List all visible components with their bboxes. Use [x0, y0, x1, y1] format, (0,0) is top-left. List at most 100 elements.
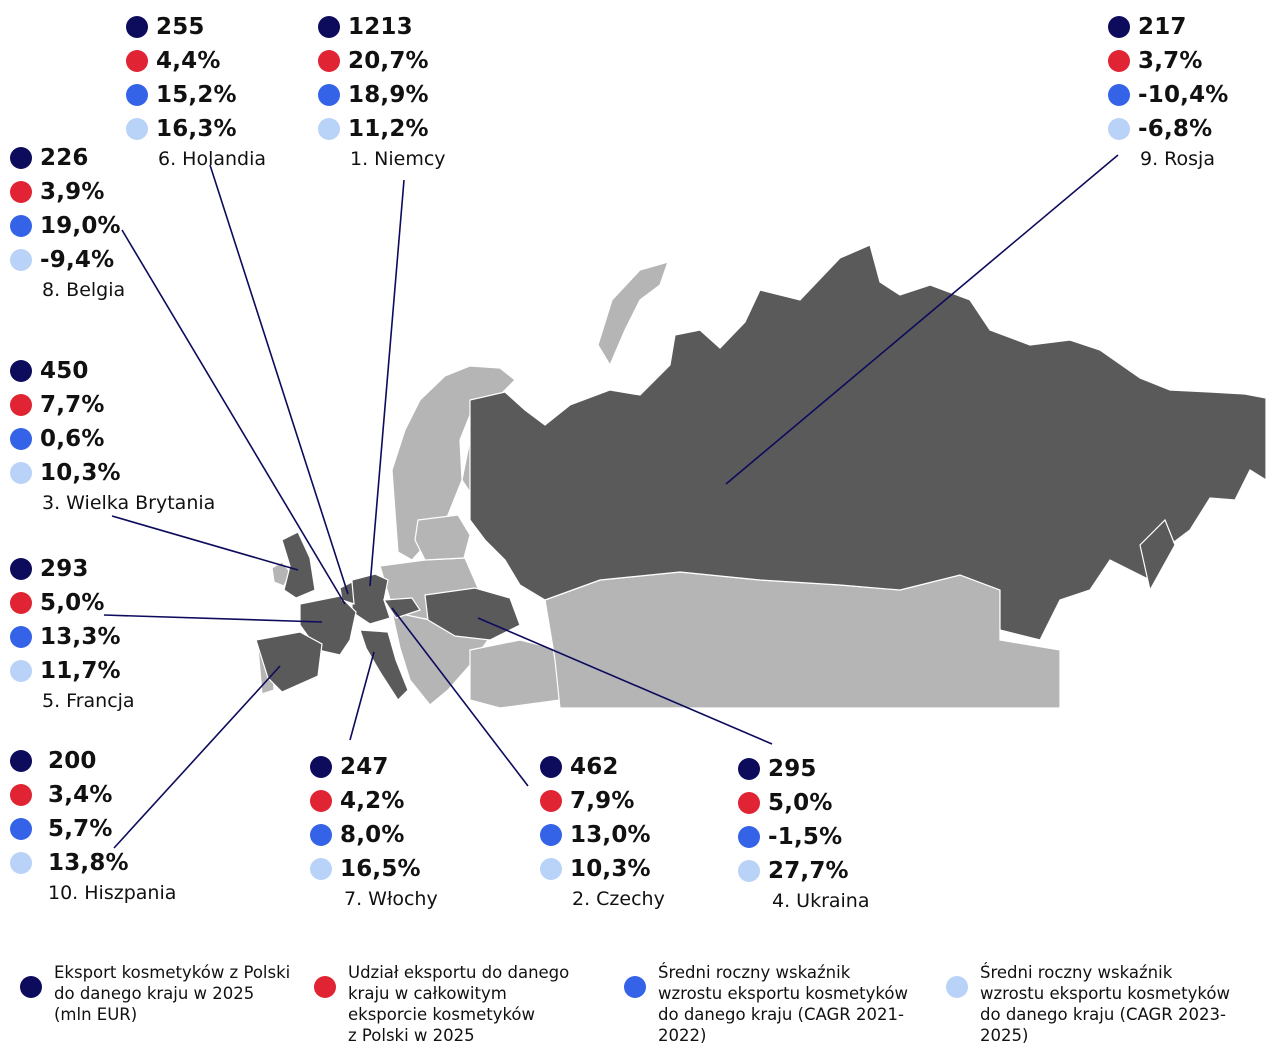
baltics [414, 514, 471, 561]
export-dot [318, 16, 340, 38]
export-value: 247 [340, 753, 389, 780]
export-value: 200 [48, 747, 97, 774]
leader-line-wielka-brytania [111, 515, 299, 571]
export-value: 1213 [348, 13, 413, 40]
share-dot [540, 790, 562, 812]
export-dot [10, 750, 32, 772]
cagr2325-value: 13,8% [48, 849, 129, 876]
svalbard-novaya [597, 261, 669, 367]
legend-cagr2122-text: Średni roczny wskaźnik wzrostu eksportu … [658, 962, 908, 1046]
export-dot [1108, 16, 1130, 38]
cagr2325-dot [126, 118, 148, 140]
cagr2325-value: 27,7% [768, 857, 849, 884]
cagr2122-value: -10,4% [1138, 81, 1229, 108]
legend-share-text: Udział eksportu do danego kraju w całkow… [348, 962, 569, 1046]
legend-share: Udział eksportu do danego kraju w całkow… [314, 962, 569, 1046]
cagr2122-dot [738, 826, 760, 848]
share-value: 20,7% [348, 47, 429, 74]
export-dot [310, 756, 332, 778]
export-dot [10, 360, 32, 382]
legend-line: 2025) [980, 1026, 1029, 1045]
cagr2325-value: 16,5% [340, 855, 421, 882]
share-value: 7,7% [40, 391, 105, 418]
share-value: 4,2% [340, 787, 405, 814]
cagr2122-dot [540, 824, 562, 846]
card-wielka-brytania: 450 7,7% 0,6% 10,3% 3. Wielka Brytania [10, 354, 215, 514]
cagr2325-dot [738, 860, 760, 882]
share-dot [738, 792, 760, 814]
leader-line-rosja [725, 154, 1119, 485]
cagr2325-dot [310, 858, 332, 880]
italy-shape [359, 629, 409, 701]
card-czechy: 462 7,9% 13,0% 10,3% 2. Czechy [540, 750, 665, 910]
cagr2122-value: 13,0% [570, 821, 651, 848]
legend-cagr2325-dot [946, 976, 968, 998]
share-value: 7,9% [570, 787, 635, 814]
country-name: 1. Niemcy [350, 148, 446, 170]
export-value: 293 [40, 555, 89, 582]
export-value: 217 [1138, 13, 1187, 40]
card-hiszpania: 200 3,4% 5,7% 13,8% 10. Hiszpania [10, 744, 176, 904]
legend-line: eksporcie kosmetyków [348, 1005, 536, 1024]
country-name: 2. Czechy [572, 888, 665, 910]
legend-cagr2122: Średni roczny wskaźnik wzrostu eksportu … [624, 962, 908, 1046]
cagr2122-dot [126, 84, 148, 106]
cagr2325-value: 10,3% [40, 459, 121, 486]
cagr2122-dot [10, 626, 32, 648]
country-name: 5. Francja [42, 690, 135, 712]
share-dot [126, 50, 148, 72]
country-name: 4. Ukraina [772, 890, 870, 912]
share-dot [318, 50, 340, 72]
country-name: 6. Holandia [158, 148, 267, 170]
export-value: 255 [156, 13, 205, 40]
kamchatka [1139, 518, 1176, 592]
share-dot [10, 181, 32, 203]
leader-line-ukraina [477, 617, 773, 745]
cagr2325-dot [10, 852, 32, 874]
cagr2325-value: 11,7% [40, 657, 121, 684]
legend-line: do danego kraju w 2025 [54, 984, 255, 1003]
leader-lines [103, 154, 1119, 849]
export-dot [10, 147, 32, 169]
legend-cagr2325-text: Średni roczny wskaźnik wzrostu eksportu … [980, 962, 1230, 1046]
leader-line-niemcy [369, 179, 405, 587]
country-name: 10. Hiszpania [48, 882, 177, 904]
leader-line-holandia [209, 164, 349, 595]
card-rosja: 217 3,7% -10,4% -6,8% 9. Rosja [1108, 10, 1229, 170]
share-dot [10, 394, 32, 416]
legend-cagr2325: Średni roczny wskaźnik wzrostu eksportu … [946, 962, 1230, 1046]
legend-line: wzrostu eksportu kosmetyków [658, 984, 908, 1003]
export-value: 462 [570, 753, 619, 780]
cagr2325-value: -6,8% [1138, 115, 1213, 142]
cagr2122-dot [10, 215, 32, 237]
card-niemcy: 1213 20,7% 18,9% 11,2% 1. Niemcy [318, 10, 446, 170]
share-value: 3,4% [48, 781, 113, 808]
country-name: 8. Belgia [42, 279, 126, 301]
legend-line: Średni roczny wskaźnik [658, 963, 851, 982]
cagr2325-value: 16,3% [156, 115, 237, 142]
share-dot [10, 592, 32, 614]
cagr2122-dot [310, 824, 332, 846]
share-dot [10, 784, 32, 806]
cagr2325-value: -9,4% [40, 246, 115, 273]
cagr2122-dot [10, 818, 32, 840]
leader-line-czechy [391, 607, 529, 787]
legend-export-dot [20, 976, 42, 998]
legend-cagr2122-dot [624, 976, 646, 998]
legend-line: wzrostu eksportu kosmetyków [980, 984, 1230, 1003]
share-value: 3,7% [1138, 47, 1203, 74]
cagr2325-dot [10, 462, 32, 484]
legend-line: Udział eksportu do danego [348, 963, 570, 982]
leader-line-francja [103, 614, 323, 623]
export-value: 295 [768, 755, 817, 782]
export-dot [126, 16, 148, 38]
cagr2122-value: 5,7% [48, 815, 113, 842]
legend-share-dot [314, 976, 336, 998]
card-wlochy: 247 4,2% 8,0% 16,5% 7. Włochy [310, 750, 438, 910]
highlighted-countries [255, 244, 1266, 701]
cagr2122-dot [1108, 84, 1130, 106]
export-dot [738, 758, 760, 780]
cagr2325-value: 11,2% [348, 115, 429, 142]
cagr2325-value: 10,3% [570, 855, 651, 882]
